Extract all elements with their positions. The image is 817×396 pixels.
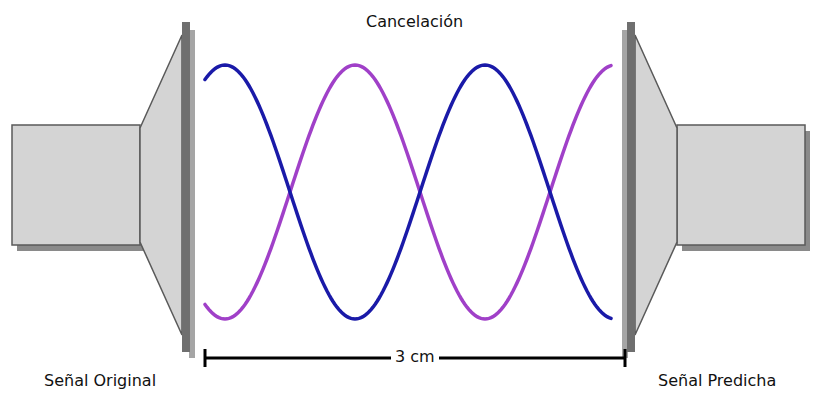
dimension-tick <box>204 349 207 367</box>
predicted-wave <box>205 65 611 319</box>
wave-title: Cancelación <box>362 12 467 31</box>
dimension-label: 3 cm <box>391 347 439 366</box>
original-wave <box>205 65 611 319</box>
speaker-horn <box>635 35 677 335</box>
speaker-horn <box>140 35 182 335</box>
speaker-plate <box>182 22 190 352</box>
speaker-body <box>677 125 805 245</box>
dimension-tick <box>624 349 627 367</box>
right-speaker <box>622 22 810 358</box>
left-speaker <box>12 22 195 358</box>
signal-label: Señal Original <box>40 371 160 390</box>
signal-label: Señal Predicha <box>654 371 780 390</box>
waves <box>205 65 611 319</box>
speaker-body <box>12 125 140 245</box>
speaker-plate <box>627 22 635 352</box>
